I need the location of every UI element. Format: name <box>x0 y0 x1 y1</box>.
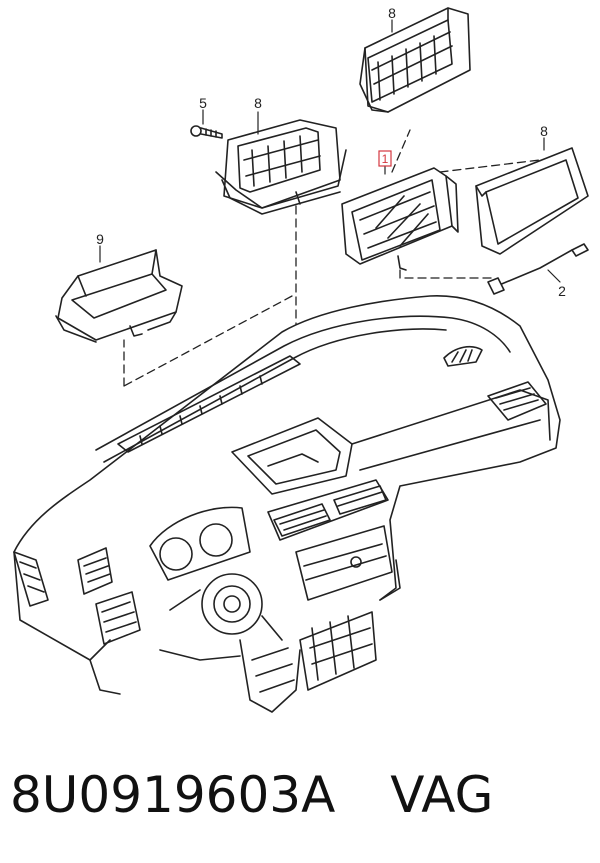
mount-bracket-mid <box>215 119 347 215</box>
callout-5: 5 <box>199 95 207 111</box>
cover-frame <box>475 147 589 255</box>
callout-2: 2 <box>558 283 566 299</box>
callout-8-mid: 8 <box>254 95 262 111</box>
callout-8-top: 8 <box>388 5 396 21</box>
cable-2 <box>487 243 589 295</box>
callout-ticks <box>99 19 561 283</box>
vendor-label: VAG <box>390 766 494 824</box>
display-unit <box>341 167 459 271</box>
mount-bracket-top <box>359 7 471 113</box>
callout-9: 9 <box>96 231 104 247</box>
callout-1-box <box>378 150 392 167</box>
part-number: 8U0919603A <box>10 766 336 824</box>
callout-1: 1 <box>382 152 389 166</box>
part-caption: 8U0919603A VAG <box>10 760 600 830</box>
dashboard <box>13 295 561 713</box>
callout-8-right: 8 <box>540 123 548 139</box>
screw-5 <box>190 125 223 139</box>
parts-diagram: 1 8 5 8 8 9 2 <box>13 5 589 713</box>
storage-tray-9 <box>55 249 183 343</box>
